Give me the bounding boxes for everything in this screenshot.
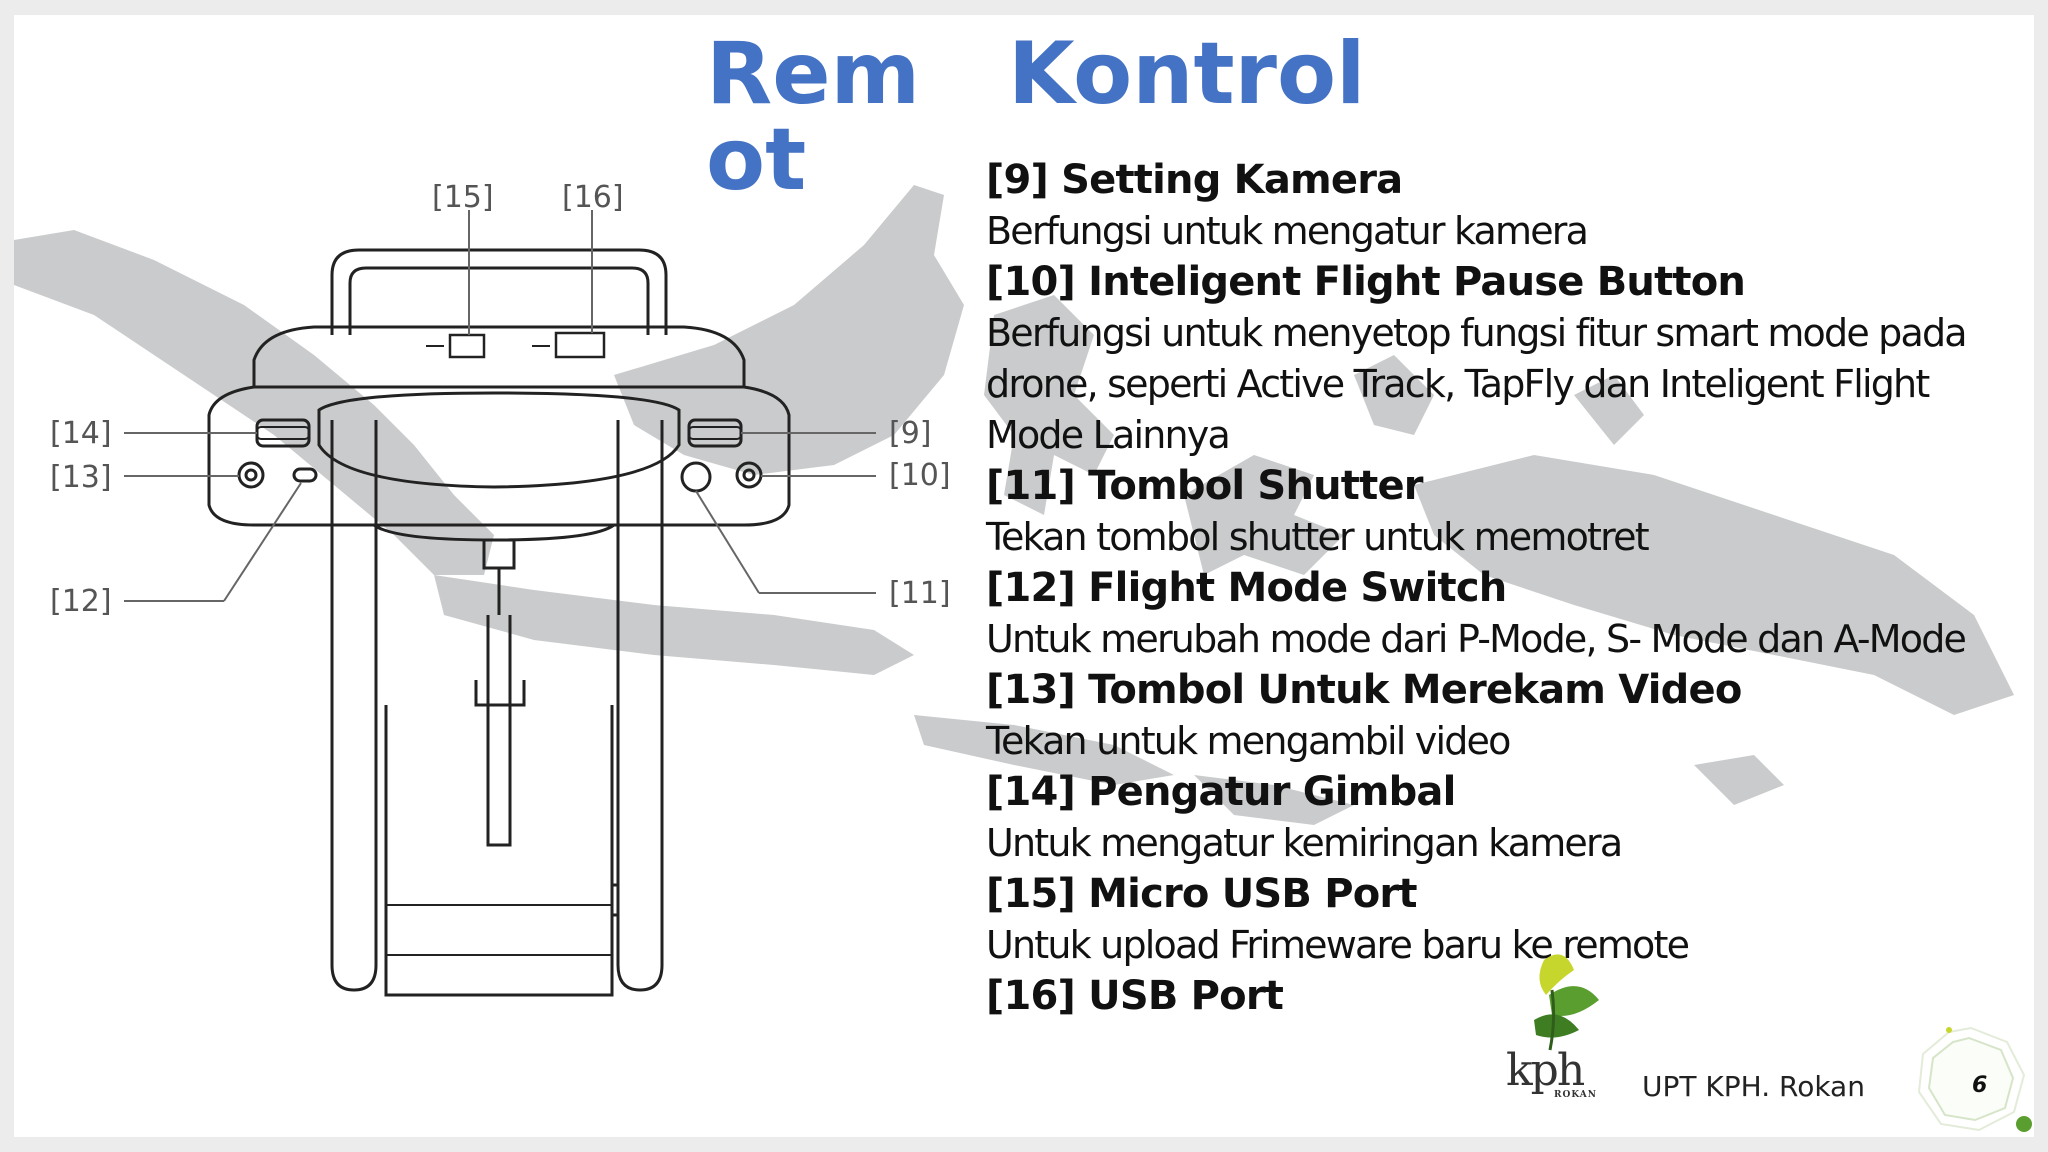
item-desc-15: Untuk upload Frimeware baru ke remote xyxy=(986,923,1690,967)
item-head-14: [14] Pengatur Gimbal xyxy=(986,769,1456,815)
item-desc-9: Berfungsi untuk mengatur kamera xyxy=(986,209,1589,253)
label-10: [10] xyxy=(889,458,951,493)
item-desc-14: Untuk mengatur kemiringan kamera xyxy=(986,821,1623,865)
feature-list: [9] Setting Kamera Berfungsi untuk menga… xyxy=(986,155,1986,1022)
page-number-badge-icon xyxy=(1917,1026,2032,1132)
remote-controller-diagram: [15] [16] [14] [13] [12] [9] [10] [11] xyxy=(50,180,951,997)
item-head-12: [12] Flight Mode Switch xyxy=(986,565,1507,611)
label-14: [14] xyxy=(50,416,112,451)
label-9: [9] xyxy=(889,416,932,451)
title-word-1: Remot xyxy=(706,24,921,210)
slide: Remot Kontrol xyxy=(14,15,2034,1137)
item-head-9: [9] Setting Kamera xyxy=(986,157,1403,203)
item-head-10: [10] Inteligent Flight Pause Button xyxy=(986,259,1746,305)
label-13: [13] xyxy=(50,460,112,495)
item-desc-11: Tekan tombol shutter untuk memotret xyxy=(986,515,1650,559)
title-word-2: Kontrol xyxy=(1008,24,1366,124)
item-head-13: [13] Tombol Untuk Merekam Video xyxy=(986,667,1742,713)
footer-org-name: UPT KPH. Rokan xyxy=(1642,1070,1865,1103)
item-head-16: [16] USB Port xyxy=(986,973,1284,1019)
indonesia-map-background xyxy=(14,185,2014,825)
item-head-11: [11] Tombol Shutter xyxy=(986,463,1424,509)
page-number: 6 xyxy=(1972,1073,1988,1098)
label-16: [16] xyxy=(562,180,624,215)
logo-subtext: ROKAN xyxy=(1554,1090,1597,1100)
kph-leaf-logo-icon xyxy=(1534,954,1599,1051)
label-12: [12] xyxy=(50,584,112,619)
logo-text: kph xyxy=(1506,1045,1585,1096)
label-15: [15] xyxy=(432,180,494,215)
item-desc-13: Tekan untuk mengambil video xyxy=(986,719,1511,763)
item-desc-10: Berfungsi untuk menyetop fungsi fitur sm… xyxy=(986,311,1968,457)
item-head-15: [15] Micro USB Port xyxy=(986,871,1417,917)
item-desc-12: Untuk merubah mode dari P-Mode, S- Mode … xyxy=(986,617,1967,661)
label-11: [11] xyxy=(889,576,951,611)
